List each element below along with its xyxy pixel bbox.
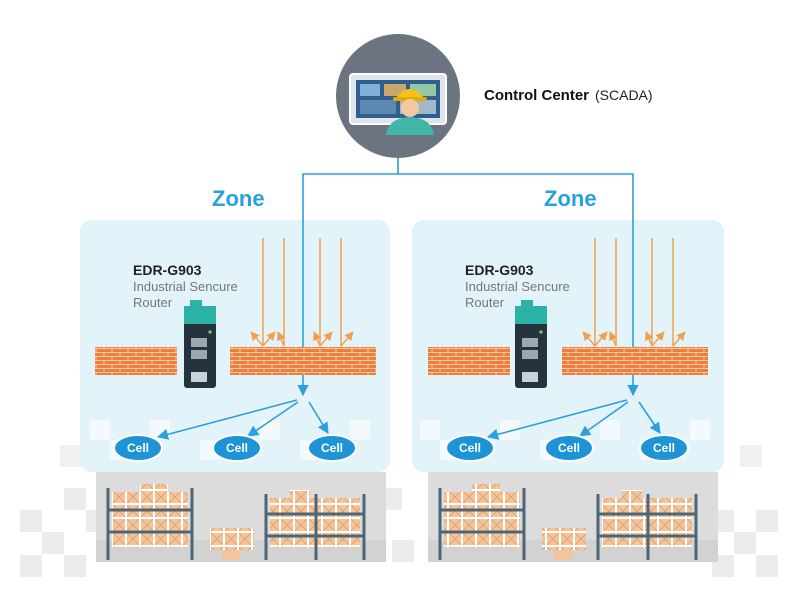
cell-label: Cell [458,441,481,455]
network-links [156,158,661,440]
zone-title: Zone [544,186,597,211]
warehouse-shelf-icon [96,472,386,562]
cell-label: Cell [557,441,580,455]
threat-arrow-icon [250,238,686,347]
control-center-subtitle: (SCADA) [595,87,653,103]
control-center-label: Control Center (SCADA) [484,87,653,105]
cell-label: Cell [225,441,248,455]
operator-icon [386,89,434,135]
warehouse-shelf-icon [428,472,718,562]
device-model: EDR-G903 [133,262,202,278]
device-description: Industrial Sencure Router [133,279,238,310]
box-icon [222,550,240,560]
control-center-title: Control Center [484,87,589,104]
box-icon [554,550,572,560]
router-icon [515,300,547,388]
firewall-icon [95,347,177,375]
device-model: EDR-G903 [465,262,534,278]
device-description: Industrial Sencure Router [465,279,570,310]
zone-title: Zone [212,186,265,211]
cell-label: Cell [320,441,343,455]
router-icon [184,300,216,388]
firewall-icon [562,347,708,375]
zone-panel-right [412,220,724,472]
cell-badges [113,434,689,462]
cell-label: Cell [652,441,675,455]
control-center-icon [336,34,460,158]
cell-label: Cell [126,441,149,455]
firewall-icon [428,347,510,375]
firewall-icon [230,347,376,375]
